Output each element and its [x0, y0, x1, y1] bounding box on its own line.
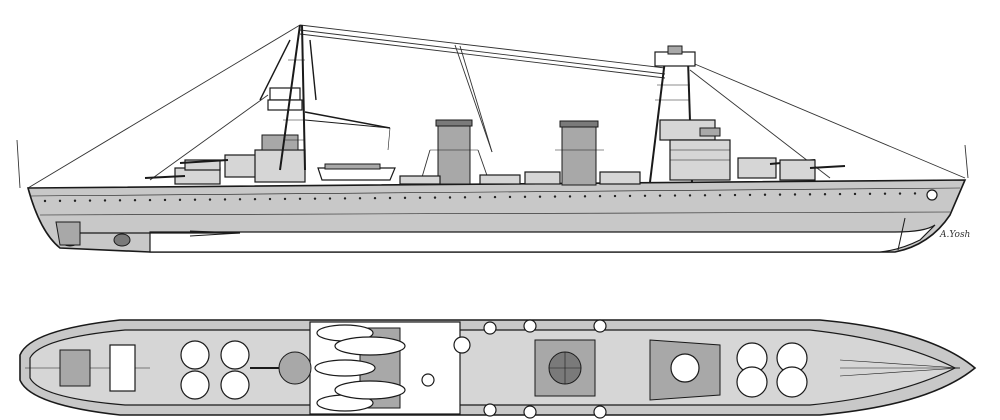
porthole [43, 199, 47, 203]
porthole [628, 194, 632, 198]
porthole [823, 193, 827, 196]
rigging-lines [16, 24, 969, 189]
porthole [118, 199, 122, 202]
porthole [103, 199, 107, 202]
foremast-tripod [259, 24, 317, 171]
porthole [478, 196, 482, 199]
porthole [73, 199, 77, 202]
porthole [718, 193, 722, 197]
porthole [223, 198, 227, 201]
side-profile-view: A.Yosh [16, 24, 970, 253]
lower-hull [149, 224, 936, 253]
plan-stern-fittings [25, 344, 150, 392]
porthole [328, 197, 332, 200]
porthole [268, 197, 272, 201]
porthole [568, 195, 572, 198]
porthole [643, 194, 647, 197]
porthole [208, 198, 212, 201]
porthole [538, 195, 542, 198]
porthole [433, 196, 437, 199]
porthole [853, 192, 857, 196]
porthole [613, 194, 617, 198]
porthole [298, 197, 302, 200]
porthole [313, 197, 317, 200]
porthole [658, 194, 662, 197]
anchor [897, 189, 938, 251]
porthole [703, 194, 707, 197]
porthole [448, 196, 452, 199]
porthole [493, 195, 497, 199]
porthole [763, 193, 767, 196]
porthole [583, 195, 587, 198]
portholes [43, 192, 932, 203]
plan-forward-turrets [180, 340, 312, 400]
porthole [463, 196, 467, 199]
plan-funnels [534, 339, 596, 397]
plan-centerline-structure [309, 321, 471, 415]
porthole [808, 193, 812, 196]
porthole [343, 197, 347, 200]
propeller-shafts [55, 221, 241, 247]
porthole [553, 195, 557, 198]
artist-signature: A.Yosh [939, 230, 970, 240]
top-plan-view [19, 319, 977, 419]
porthole [838, 192, 842, 196]
porthole [373, 196, 377, 200]
forward-gun-turrets [144, 154, 261, 185]
porthole [733, 193, 737, 197]
seaplane-boat [317, 163, 396, 181]
plan-side-guns [483, 319, 607, 419]
porthole [178, 198, 182, 202]
porthole [358, 197, 362, 200]
porthole [88, 199, 92, 202]
porthole [163, 198, 167, 202]
porthole [418, 196, 422, 199]
porthole [883, 192, 887, 195]
porthole [508, 195, 512, 199]
plan-bow-fittings [839, 359, 961, 377]
porthole [388, 196, 392, 200]
aircraft-crane [304, 111, 391, 151]
porthole [133, 199, 137, 202]
porthole [793, 193, 797, 196]
porthole [898, 192, 902, 195]
porthole [283, 197, 287, 201]
aft-superstructure [659, 119, 731, 181]
porthole [913, 192, 917, 195]
porthole [598, 194, 602, 198]
porthole [148, 198, 152, 202]
porthole [868, 192, 872, 196]
aft-funnel [555, 120, 604, 186]
porthole [238, 198, 242, 201]
plan-aft-turrets [649, 339, 808, 401]
porthole [673, 194, 677, 197]
midship-deck-fittings [399, 171, 641, 185]
porthole [253, 197, 257, 201]
porthole [778, 193, 782, 196]
porthole [688, 194, 692, 197]
porthole [58, 199, 62, 203]
aft-gun-turrets [737, 157, 846, 181]
porthole [748, 193, 752, 197]
forward-funnel [419, 119, 491, 185]
porthole [403, 196, 407, 200]
porthole [523, 195, 527, 199]
porthole [193, 198, 197, 201]
